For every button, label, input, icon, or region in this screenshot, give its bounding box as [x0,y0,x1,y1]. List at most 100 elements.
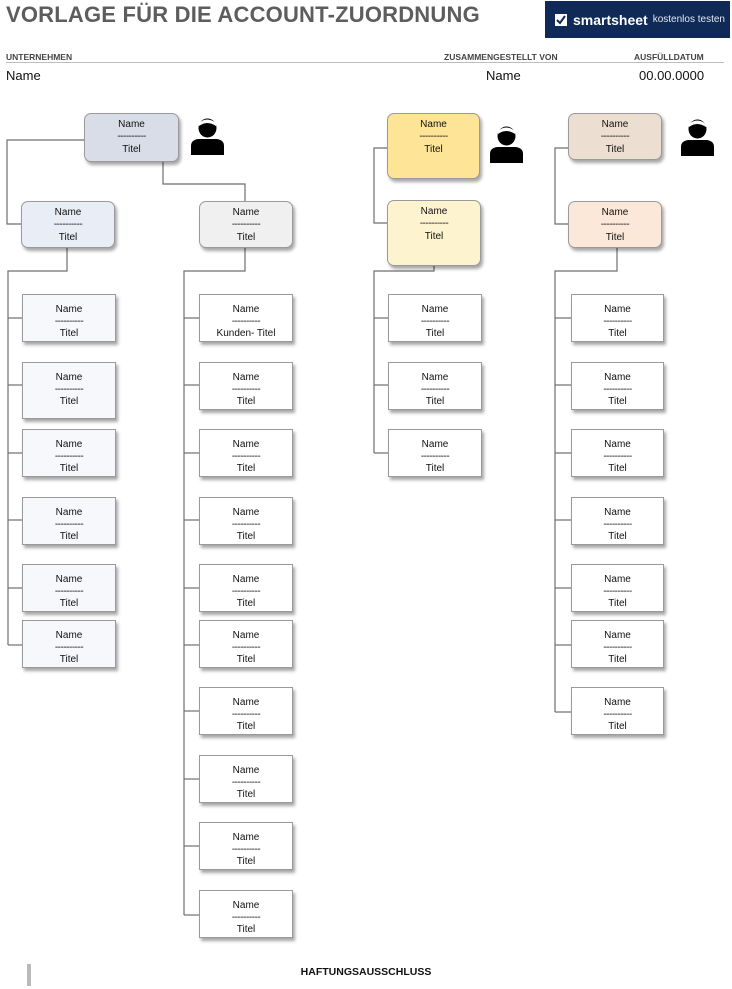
company-label: UNTERNEHMEN [6,52,73,62]
smartsheet-trial-button[interactable]: smartsheet kostenlos testen [545,1,730,38]
compiled-by-label: ZUSAMMENGESTELLT VON [444,52,558,62]
card-name: Name [604,630,631,641]
report-card[interactable]: Name ---------- Titel [22,620,116,668]
card-title: Titel [59,328,79,339]
card-name: Name [55,304,83,315]
manager-card[interactable]: Name ---------- Titel [568,201,662,248]
brand-cta: kostenlos testen [652,14,725,25]
card-divider: ---------- [231,519,261,530]
card-title: Titel [59,396,79,407]
report-card[interactable]: Name ---------- Titel [571,294,664,342]
card-name: Name [420,119,447,130]
report-card[interactable]: Name ---------- Titel [571,564,664,612]
card-divider: ---------- [231,219,261,230]
card-title: Titel [608,396,627,407]
card-name: Name [232,697,260,708]
manager-card[interactable]: Name ---------- Titel [199,201,293,248]
report-card[interactable]: Name ---------- Titel [22,497,116,545]
report-card[interactable]: Name ---------- Titel [571,497,664,545]
card-title: Titel [608,721,627,732]
card-divider: ---------- [231,451,261,462]
card-title: Titel [608,328,627,339]
report-card[interactable]: Name ---------- Titel [199,755,293,803]
card-name: Name [232,765,260,776]
report-card[interactable]: Name ---------- Titel [571,362,664,410]
report-card[interactable]: Name ---------- Titel [199,429,293,477]
report-card[interactable]: Name ---------- Titel [22,564,116,612]
report-card[interactable]: Name ---------- Titel [388,429,482,477]
report-card[interactable]: Name ---------- Titel [22,294,116,342]
card-divider: ---------- [54,316,84,327]
card-title: Titel [236,598,256,609]
card-title: Titel [425,328,445,339]
card-title: Titel [59,654,79,665]
card-title: Titel [424,144,443,155]
report-card[interactable]: Name ---------- Titel [199,497,293,545]
card-divider: ---------- [603,709,632,720]
company-value[interactable]: Name [6,68,41,83]
card-title: Titel [236,232,256,243]
card-name: Name [54,207,82,218]
card-title: Titel [236,924,256,935]
report-card[interactable]: Name ---------- Titel [199,362,293,410]
card-name: Name [118,119,145,130]
card-divider: ---------- [231,316,261,327]
date-value[interactable]: 00.00.0000 [639,68,705,83]
card-divider: ---------- [231,586,261,597]
report-card[interactable]: Name ---------- Titel [388,362,482,410]
card-title: Titel [236,531,256,542]
card-divider: ---------- [603,642,632,653]
card-name: Name [420,206,448,217]
card-title: Titel [605,232,625,243]
report-card[interactable]: Name ---------- Titel [388,294,482,342]
account-lead-card[interactable]: Name ---------- Titel [84,113,179,162]
page-title: VORLAGE FÜR DIE ACCOUNT-ZUORDNUNG [6,2,480,27]
card-name: Name [232,372,260,383]
person-icon [191,118,224,155]
report-card[interactable]: Name ---------- Titel [22,429,116,477]
smartsheet-logo-icon [555,13,567,26]
report-card[interactable]: Name ---------- Titel [571,687,664,735]
card-title: Titel [608,531,627,542]
report-card[interactable]: Name ---------- Titel [199,564,293,612]
card-name: Name [601,119,629,130]
report-card[interactable]: Name ---------- Titel [571,620,664,668]
account-lead-card[interactable]: Name ---------- Titel [387,113,480,179]
card-name: Name [604,697,631,708]
report-card[interactable]: Name ---------- Titel [199,822,293,870]
report-card[interactable]: Name ---------- Titel [22,362,116,419]
report-card[interactable]: Name ---------- Titel [199,890,293,938]
card-divider: ---------- [231,642,261,653]
card-title: Titel [236,721,256,732]
manager-card[interactable]: Name ---------- Titel [21,201,115,248]
header-divider [6,62,724,63]
card-title: Titel [608,654,627,665]
report-card[interactable]: Name ---------- Titel [571,429,664,477]
card-name: Name [232,574,260,585]
card-divider: ---------- [419,131,448,142]
card-name: Name [232,630,260,641]
card-name: Name [601,207,629,218]
card-name: Name [55,372,83,383]
card-title: Titel [608,598,627,609]
card-name: Name [232,304,260,315]
report-card[interactable]: Name ---------- Kunden- Titel [199,294,293,342]
card-name: Name [55,574,83,585]
card-title: Titel [122,144,141,155]
card-divider: ---------- [420,384,450,395]
compiled-by-value[interactable]: Name [486,68,521,83]
card-divider: ---------- [231,844,261,855]
account-lead-card[interactable]: Name ---------- Titel [568,113,662,160]
card-title: Titel [236,396,256,407]
report-card[interactable]: Name ---------- Titel [199,620,293,668]
card-divider: ---------- [54,519,84,530]
card-divider: ---------- [603,586,632,597]
card-divider: ---------- [420,451,450,462]
person-icon [490,126,523,163]
manager-card[interactable]: Name ---------- Titel [387,200,481,266]
card-name: Name [421,439,449,450]
card-name: Name [604,574,631,585]
card-name: Name [604,507,631,518]
disclaimer-link[interactable]: HAFTUNGSAUSSCHLUSS [300,966,432,978]
report-card[interactable]: Name ---------- Titel [199,687,293,735]
